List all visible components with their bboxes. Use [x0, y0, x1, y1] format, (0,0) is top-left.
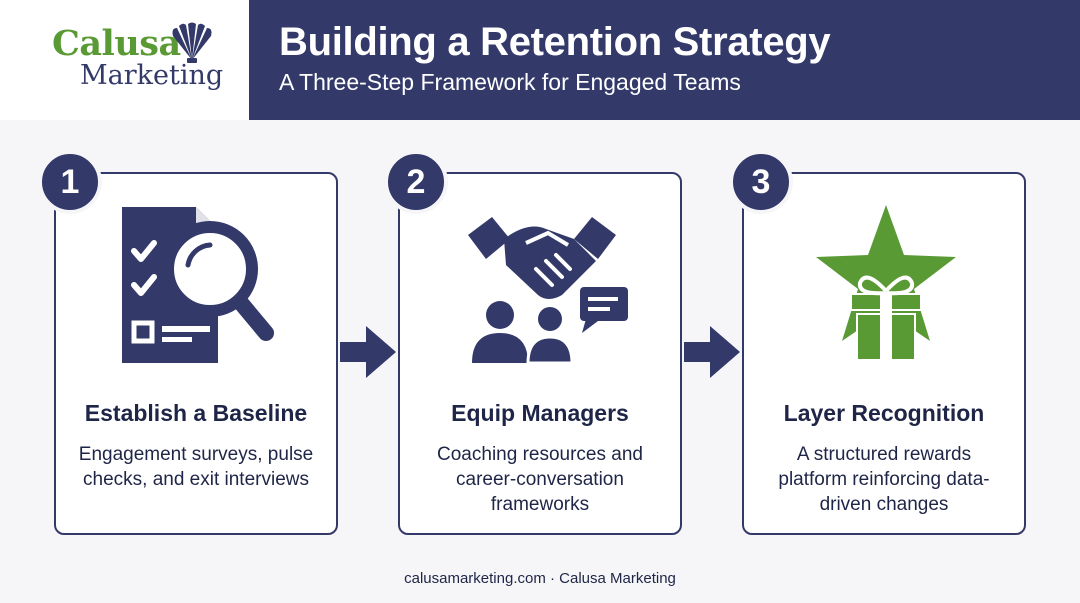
step-1-title: Establish a Baseline	[84, 400, 308, 426]
page-subtitle: A Three-Step Framework for Engaged Teams	[279, 69, 741, 95]
step-2-description: Coaching resources and career-conversati…	[437, 444, 643, 515]
step-2-number-badge: 2	[384, 150, 448, 214]
step-2-title: Equip Managers	[451, 400, 629, 426]
arrow-right-icon	[684, 326, 740, 378]
star-gift-icon	[816, 205, 956, 361]
step-card-1: Establish a Baseline Engagement surveys,…	[54, 172, 338, 535]
shell-icon	[172, 22, 212, 63]
step-1-description: Engagement surveys, pulse checks, and ex…	[78, 444, 314, 490]
step-card-2: Equip Managers Coaching resources and ca…	[398, 172, 682, 535]
step-3-title: Layer Recognition	[783, 400, 985, 426]
footer-credit: calusamarketing.com · Calusa Marketing	[404, 570, 676, 587]
step-3-description: A structured rewards platform reinforcin…	[778, 444, 990, 515]
header-banner: Building a Retention Strategy A Three-St…	[249, 0, 1080, 120]
step-3-number-badge: 3	[729, 150, 793, 214]
arrow-right-icon	[340, 326, 396, 378]
step-1-number-badge: 1	[38, 150, 102, 214]
page-title: Building a Retention Strategy	[279, 20, 831, 64]
document-magnifier-icon	[122, 207, 274, 363]
logo: Calusa Marketing	[0, 0, 249, 120]
logo-wordmark-calusa: Calusa	[52, 23, 181, 64]
step-card-3: Layer Recognition A structured rewards p…	[742, 172, 1026, 535]
logo-wordmark-marketing: Marketing	[80, 60, 224, 91]
handshake-people-icon	[468, 217, 628, 365]
